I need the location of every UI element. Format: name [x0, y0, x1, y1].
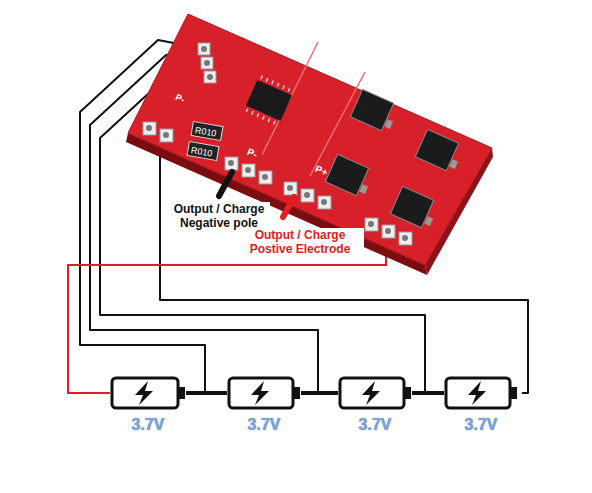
positive-wire — [68, 242, 386, 393]
battery-cell: 3.7V — [227, 376, 301, 410]
cell-voltage: 3.7V — [359, 416, 392, 434]
pole-label: Output / Charge Postive Electrode — [236, 228, 364, 257]
pcb-board — [128, 14, 492, 265]
pole-label: Output / Charge Negative pole — [168, 202, 270, 231]
battery-cell: 3.7V — [338, 376, 412, 410]
battery-symbol — [338, 376, 412, 410]
series-link — [186, 391, 227, 395]
positive-lead — [283, 197, 294, 217]
cell-voltage: 3.7V — [465, 416, 498, 434]
series-link — [412, 391, 444, 395]
battery-cell: 3.7V — [110, 376, 186, 410]
solder-pad — [143, 43, 412, 245]
negative-lead — [219, 172, 232, 196]
series-link — [301, 391, 338, 395]
cell-voltage: 3.7V — [132, 416, 165, 434]
battery-symbol — [227, 376, 301, 410]
pad-hole — [146, 46, 408, 241]
mosfet-tab — [359, 119, 458, 226]
battery-cell: 3.7V — [444, 376, 518, 410]
resistor — [187, 122, 223, 161]
cell-voltage: 3.7V — [248, 416, 281, 434]
mosfet — [325, 89, 458, 227]
battery-symbol — [110, 376, 186, 410]
ic-chip — [243, 74, 294, 126]
battery-symbol — [444, 376, 518, 410]
